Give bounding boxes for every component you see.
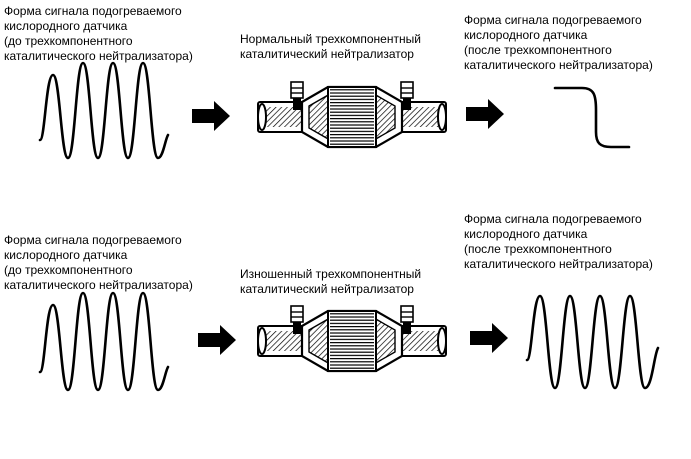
caption-line: (до трехкомпонентного [4,34,133,48]
row2-arrow-out-icon [470,323,508,353]
caption-line: каталитический нейтрализатор [240,47,414,61]
caption-line: каталитического нейтрализатора) [4,49,193,63]
row2-catalytic-converter-icon [256,304,448,373]
caption-line: Изношенный трехкомпонентный [240,267,422,281]
row1-arrow-out-icon [466,99,504,129]
row2-output-waveform [525,294,660,390]
row1-output-waveform [553,86,631,149]
caption-line: (после трехкомпонентного [464,242,612,256]
caption-line: Форма сигнала подогреваемого [4,233,182,247]
caption-line: каталитический нейтрализатор [240,282,414,296]
caption-line: Форма сигнала подогреваемого [464,13,642,27]
caption-line: каталитического нейтрализатора) [464,257,653,271]
caption-line: Форма сигнала подогреваемого [4,4,182,18]
caption-line: (после трехкомпонентного [464,43,612,57]
caption-line: кислородного датчика [4,19,128,33]
caption-line: Нормальный трехкомпонентный [240,32,421,46]
caption-line: каталитического нейтрализатора) [4,278,193,292]
row1-converter-caption: Нормальный трехкомпонентный каталитическ… [240,32,421,62]
caption-line: кислородного датчика [4,248,128,262]
caption-line: (до трехкомпонентного [4,263,133,277]
row1-arrow-in-icon [192,101,230,131]
row2-input-waveform [38,291,170,392]
row2-input-caption: Форма сигнала подогреваемого кислородног… [4,233,193,293]
row1-output-caption: Форма сигнала подогреваемого кислородног… [464,13,653,73]
caption-line: каталитического нейтрализатора) [464,58,653,72]
row1-input-caption: Форма сигнала подогреваемого кислородног… [4,4,193,64]
row1-input-waveform [38,61,170,160]
caption-line: кислородного датчика [464,28,588,42]
row2-output-caption: Форма сигнала подогреваемого кислородног… [464,212,653,272]
row1-catalytic-converter-icon [256,80,448,149]
caption-line: кислородного датчика [464,227,588,241]
row2-arrow-in-icon [198,325,236,355]
caption-line: Форма сигнала подогреваемого [464,212,642,226]
row2-converter-caption: Изношенный трехкомпонентный каталитическ… [240,267,421,297]
